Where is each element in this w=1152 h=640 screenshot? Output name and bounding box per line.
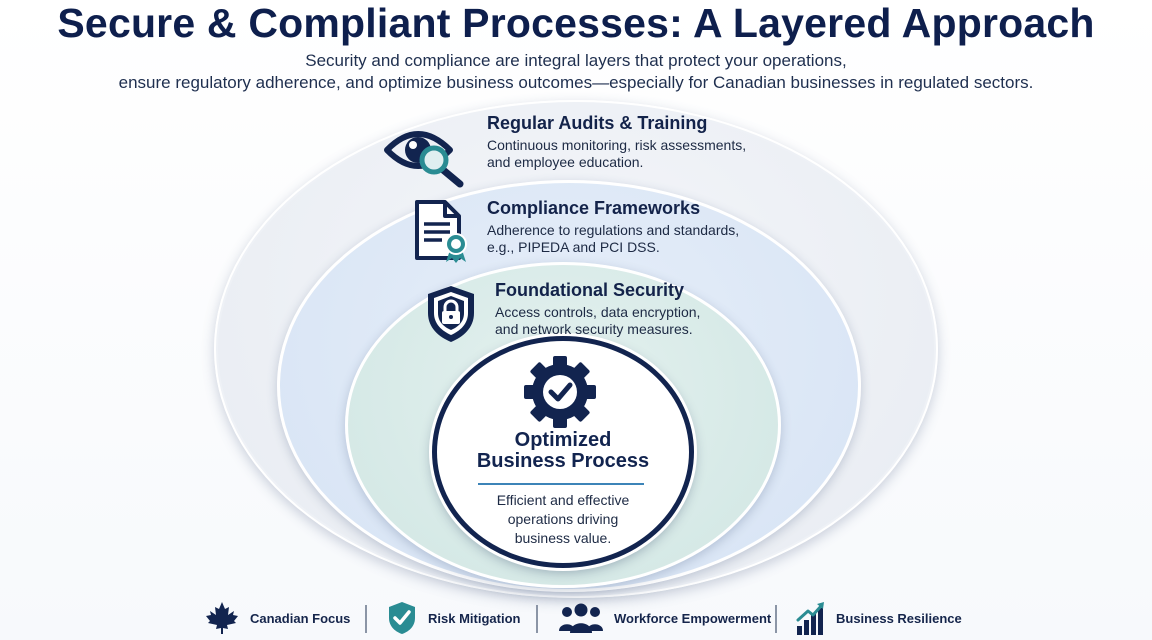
maple-leaf-icon (206, 602, 238, 634)
core-desc-line-3: business value. (514, 530, 612, 546)
growth-chart-icon (796, 602, 824, 635)
shield-check-icon (389, 602, 415, 634)
core-circle (432, 336, 694, 568)
layer-audits-title: Regular Audits & Training (487, 113, 708, 133)
footer-label-workforce-empowerment: Workforce Empowerment (614, 610, 772, 626)
document-certificate-icon (415, 200, 467, 263)
eye-magnifier-icon (384, 131, 464, 188)
core-title-line-1: Optimized (514, 429, 612, 451)
page-subtitle: Security and compliance are integral lay… (0, 50, 1152, 94)
footer-divider (365, 605, 367, 633)
footer-label-business-resilience: Business Resilience (836, 610, 962, 626)
shield-lock-icon (428, 286, 474, 342)
people-group-icon (559, 603, 603, 633)
core-title: Optimized Business Process (432, 430, 694, 472)
footer-divider (775, 605, 777, 633)
layer-compliance-desc-line-2: e.g., PIPEDA and PCI DSS. (487, 239, 660, 255)
layer-audits-desc-line-2: and employee education. (487, 154, 644, 170)
subtitle-line-1: Security and compliance are integral lay… (305, 51, 847, 70)
footer-item-business-resilience: Business Resilience (796, 598, 962, 638)
footer-divider (536, 605, 538, 633)
core-desc-line-1: Efficient and effective (496, 492, 630, 508)
core-divider (478, 483, 644, 485)
core-desc: Efficient and effective operations drivi… (432, 491, 694, 548)
layer-compliance-frameworks: Compliance Frameworks Adherence to regul… (487, 198, 739, 256)
footer-label-risk-mitigation: Risk Mitigation (428, 610, 521, 626)
layer-audits-desc: Continuous monitoring, risk assessments,… (487, 137, 746, 171)
layer-foundational-security: Foundational Security Access controls, d… (495, 280, 700, 338)
layer-foundational-desc-line-1: Access controls, data encryption, (495, 304, 701, 320)
core-title-line-2: Business Process (476, 450, 650, 472)
layer-audits-training: Regular Audits & Training Continuous mon… (487, 113, 746, 171)
layer-foundational-desc: Access controls, data encryption, and ne… (495, 304, 700, 338)
layer-compliance-desc-line-1: Adherence to regulations and standards, (487, 222, 740, 238)
gear-check-icon (524, 356, 596, 428)
footer-item-canadian-focus: Canadian Focus (204, 598, 350, 638)
subtitle-line-2: ensure regulatory adherence, and optimiz… (118, 73, 1034, 92)
layer-audits-desc-line-1: Continuous monitoring, risk assessments, (487, 137, 747, 153)
layer-compliance-title: Compliance Frameworks (487, 198, 701, 218)
footer-label-canadian-focus: Canadian Focus (250, 610, 351, 626)
footer-item-risk-mitigation: Risk Mitigation (386, 598, 520, 638)
layer-compliance-desc: Adherence to regulations and standards, … (487, 222, 739, 256)
core-desc-line-2: operations driving (507, 511, 619, 527)
layer-foundational-desc-line-2: and network security measures. (495, 321, 693, 337)
layer-foundational-title: Foundational Security (495, 280, 685, 300)
page-title: Secure & Compliant Processes: A Layered … (57, 0, 1095, 46)
footer-item-workforce-empowerment: Workforce Empowerment (558, 598, 771, 638)
